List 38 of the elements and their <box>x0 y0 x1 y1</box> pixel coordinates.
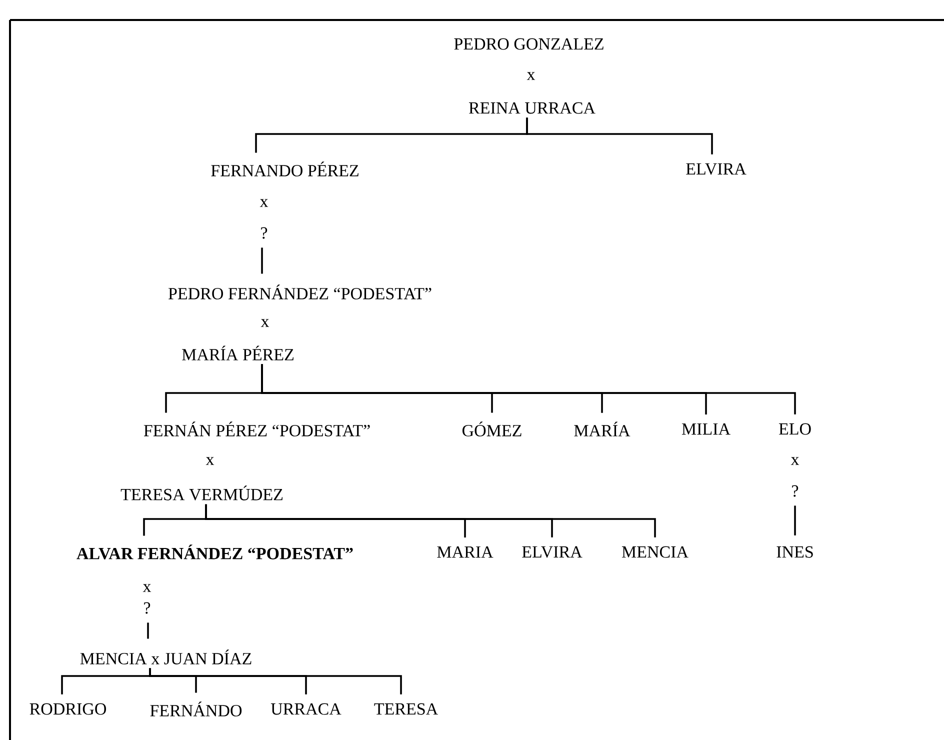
family-line <box>261 364 796 414</box>
person-name: TERESA <box>374 703 438 715</box>
person-name: RODRIGO <box>30 703 106 715</box>
person-name: FERNÁN PÉREZ “PODESTAT” <box>144 422 370 436</box>
person-name: URRACA <box>270 703 342 715</box>
person-name: PEDRO GONZALEZ <box>454 38 604 50</box>
person-name: TERESA VERMÚDEZ <box>120 486 283 500</box>
person-name: MARÍA PÉREZ <box>182 346 294 360</box>
person-name: ELVIRA <box>686 163 746 175</box>
person-name: INES <box>776 546 813 558</box>
person-name: FERNANDO PÉREZ <box>211 162 358 176</box>
person-name: MARÍA <box>574 422 630 436</box>
person-name: x <box>142 584 152 592</box>
person-name: x <box>526 72 536 80</box>
person-name: x <box>260 199 268 207</box>
person-name: ? <box>261 227 268 239</box>
person-name: ALVAR FERNÁNDEZ “PODESTAT” <box>76 544 353 560</box>
person-name: GÓMEZ <box>462 422 522 436</box>
person-name: x <box>260 319 270 327</box>
person-name: ELO <box>778 423 811 435</box>
family-line <box>526 118 713 154</box>
person-name: ELVIRA <box>522 546 582 558</box>
person-name: FERNÁNDO <box>150 702 242 716</box>
person-name: PEDRO FERNÁNDEZ “PODESTAT” <box>168 284 432 300</box>
family-line <box>149 668 402 694</box>
family-line <box>261 248 263 274</box>
person-name: MARIA <box>437 546 494 558</box>
family-line <box>205 504 656 538</box>
person-name: REINA URRACA <box>468 102 596 114</box>
person-name: MILIA <box>682 423 730 435</box>
person-name: MENCIA <box>622 546 688 558</box>
person-name: x <box>206 457 214 465</box>
person-name: x <box>790 457 800 465</box>
person-name: ? <box>144 602 150 614</box>
family-line <box>794 506 796 536</box>
person-name: ? <box>792 485 798 497</box>
family-line <box>147 622 149 639</box>
person-name: MENCIA x JUAN DÍAZ <box>80 650 252 664</box>
